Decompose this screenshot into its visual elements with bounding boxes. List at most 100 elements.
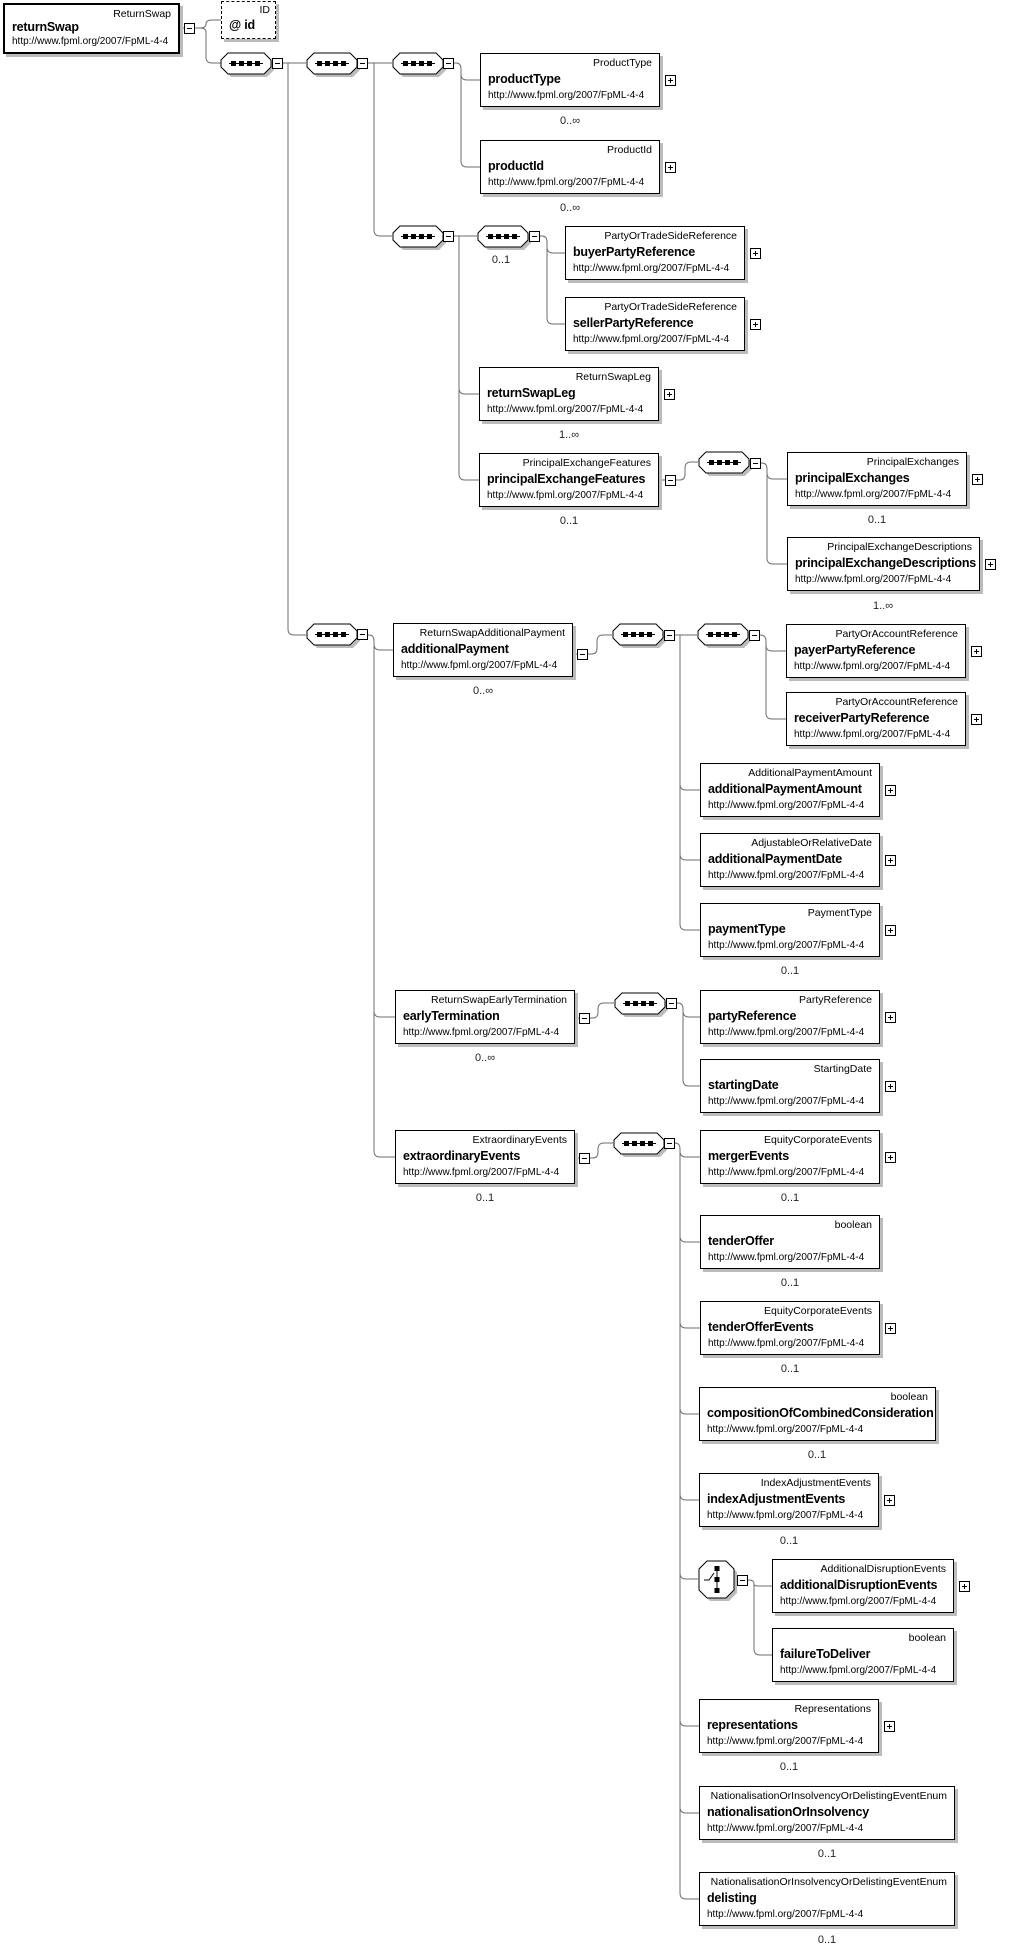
namespace-label: http://www.fpml.org/2007/FpML-4-4 xyxy=(488,177,645,188)
occurrence-label-earlyTermination: 0..∞ xyxy=(474,1052,496,1064)
collapse-icon[interactable] xyxy=(664,1138,675,1149)
type-label: ReturnSwapAdditionalPayment xyxy=(419,627,565,639)
expand-icon[interactable] xyxy=(985,559,996,570)
namespace-label: http://www.fpml.org/2007/FpML-4-4 xyxy=(401,660,558,671)
element-name: failureToDeliver xyxy=(780,1647,871,1661)
type-label: PartyReference xyxy=(799,994,872,1006)
collapse-icon[interactable] xyxy=(579,1013,590,1024)
namespace-label: http://www.fpml.org/2007/FpML-4-4 xyxy=(403,1167,560,1178)
expand-icon[interactable] xyxy=(972,474,983,485)
expand-icon[interactable] xyxy=(885,785,896,796)
element-box-principalExchanges[interactable]: PrincipalExchanges principalExchanges ht… xyxy=(787,452,967,506)
element-box-buyerPartyReference[interactable]: PartyOrTradeSideReference buyerPartyRefe… xyxy=(565,226,745,280)
element-name: extraordinaryEvents xyxy=(403,1149,521,1163)
collapse-icon[interactable] xyxy=(749,630,760,641)
expand-icon[interactable] xyxy=(884,1721,895,1732)
element-name: paymentType xyxy=(708,922,786,936)
occurrence-label-additionalPayment: 0..∞ xyxy=(472,685,494,697)
type-label: EquityCorporateEvents xyxy=(764,1134,872,1146)
expand-icon[interactable] xyxy=(971,714,982,725)
type-label: IndexAdjustmentEvents xyxy=(760,1477,871,1489)
expand-icon[interactable] xyxy=(885,1152,896,1163)
element-box-receiverPartyReference[interactable]: PartyOrAccountReference receiverPartyRef… xyxy=(786,692,966,746)
element-box-additionalPaymentAmount[interactable]: AdditionalPaymentAmount additionalPaymen… xyxy=(700,763,880,817)
element-box-compositionOfCombinedConsideration[interactable]: boolean compositionOfCombinedConsiderati… xyxy=(699,1387,936,1441)
expand-icon[interactable] xyxy=(665,162,676,173)
element-name: productId xyxy=(488,159,544,173)
element-box-paymentType[interactable]: PaymentType paymentType http://www.fpml.… xyxy=(700,903,880,957)
sequence-icon xyxy=(306,623,362,650)
element-box-additionalDisruptionEvents[interactable]: AdditionalDisruptionEvents additionalDis… xyxy=(772,1559,954,1613)
element-box-mergerEvents[interactable]: EquityCorporateEvents mergerEvents http:… xyxy=(700,1130,880,1184)
namespace-label: http://www.fpml.org/2007/FpML-4-4 xyxy=(707,1424,864,1435)
element-box-tenderOfferEvents[interactable]: EquityCorporateEvents tenderOfferEvents … xyxy=(700,1301,880,1355)
type-label: ProductType xyxy=(593,57,652,69)
type-label: PrincipalExchangeFeatures xyxy=(522,457,651,469)
element-box-productType[interactable]: ProductType productType http://www.fpml.… xyxy=(480,53,660,107)
expand-icon[interactable] xyxy=(884,1495,895,1506)
namespace-label: http://www.fpml.org/2007/FpML-4-4 xyxy=(403,1027,560,1038)
namespace-label: http://www.fpml.org/2007/FpML-4-4 xyxy=(794,661,951,672)
element-box-failureToDeliver[interactable]: boolean failureToDeliver http://www.fpml… xyxy=(772,1628,954,1682)
expand-icon[interactable] xyxy=(664,389,675,400)
type-label: boolean xyxy=(908,1632,946,1644)
occurrence-label-extraordinaryEvents: 0..1 xyxy=(475,1192,495,1204)
element-box-payerPartyReference[interactable]: PartyOrAccountReference payerPartyRefere… xyxy=(786,624,966,678)
expand-icon[interactable] xyxy=(971,646,982,657)
element-box-returnSwap[interactable]: ReturnSwap returnSwap http://www.fpml.or… xyxy=(3,3,180,54)
type-label: AdditionalDisruptionEvents xyxy=(820,1563,947,1575)
expand-icon[interactable] xyxy=(885,1323,896,1334)
attribute-box-id[interactable]: ID @ id xyxy=(221,1,276,39)
expand-icon[interactable] xyxy=(885,855,896,866)
collapse-icon[interactable] xyxy=(737,1575,748,1586)
element-box-additionalPaymentDate[interactable]: AdjustableOrRelativeDate additionalPayme… xyxy=(700,833,880,887)
collapse-icon[interactable] xyxy=(577,649,588,660)
element-name: additionalPaymentDate xyxy=(708,852,843,866)
namespace-label: http://www.fpml.org/2007/FpML-4-4 xyxy=(708,1027,865,1038)
collapse-icon[interactable] xyxy=(184,23,195,34)
element-name: returnSwapLeg xyxy=(487,386,576,400)
type-label: ReturnSwap xyxy=(113,8,171,20)
namespace-label: http://www.fpml.org/2007/FpML-4-4 xyxy=(708,870,865,881)
expand-icon[interactable] xyxy=(750,319,761,330)
collapse-icon[interactable] xyxy=(666,998,677,1009)
collapse-icon[interactable] xyxy=(357,629,368,640)
expand-icon[interactable] xyxy=(959,1581,970,1592)
element-box-additionalPayment[interactable]: ReturnSwapAdditionalPayment additionalPa… xyxy=(393,623,573,677)
collapse-icon[interactable] xyxy=(664,630,675,641)
element-box-earlyTermination[interactable]: ReturnSwapEarlyTermination earlyTerminat… xyxy=(395,990,575,1044)
expand-icon[interactable] xyxy=(885,1012,896,1023)
collapse-icon[interactable] xyxy=(443,231,454,242)
element-name: partyReference xyxy=(708,1009,797,1023)
element-box-representations[interactable]: Representations representations http://w… xyxy=(699,1699,879,1753)
element-box-sellerPartyReference[interactable]: PartyOrTradeSideReference sellerPartyRef… xyxy=(565,297,745,351)
element-box-principalExchangeFeatures[interactable]: PrincipalExchangeFeatures principalExcha… xyxy=(479,453,659,507)
collapse-icon[interactable] xyxy=(579,1153,590,1164)
namespace-label: http://www.fpml.org/2007/FpML-4-4 xyxy=(708,1167,865,1178)
expand-icon[interactable] xyxy=(885,925,896,936)
type-label: PartyOrAccountReference xyxy=(835,696,958,708)
element-box-extraordinaryEvents[interactable]: ExtraordinaryEvents extraordinaryEvents … xyxy=(395,1130,575,1184)
element-box-indexAdjustmentEvents[interactable]: IndexAdjustmentEvents indexAdjustmentEve… xyxy=(699,1473,879,1527)
element-box-delisting[interactable]: NationalisationOrInsolvencyOrDelistingEv… xyxy=(699,1872,955,1926)
element-box-principalExchangeDescriptions[interactable]: PrincipalExchangeDescriptions principalE… xyxy=(787,537,980,591)
collapse-icon[interactable] xyxy=(750,458,761,469)
collapse-icon[interactable] xyxy=(529,231,540,242)
expand-icon[interactable] xyxy=(885,1081,896,1092)
collapse-icon[interactable] xyxy=(665,475,676,486)
expand-icon[interactable] xyxy=(665,75,676,86)
expand-icon[interactable] xyxy=(750,248,761,259)
element-box-nationalisationOrInsolvency[interactable]: NationalisationOrInsolvencyOrDelistingEv… xyxy=(699,1786,955,1840)
collapse-icon[interactable] xyxy=(357,58,368,69)
collapse-icon[interactable] xyxy=(443,58,454,69)
element-box-tenderOffer[interactable]: boolean tenderOffer http://www.fpml.org/… xyxy=(700,1215,880,1269)
element-box-productId[interactable]: ProductId productId http://www.fpml.org/… xyxy=(480,140,660,194)
element-box-startingDate[interactable]: StartingDate startingDate http://www.fpm… xyxy=(700,1059,880,1113)
element-box-returnSwapLeg[interactable]: ReturnSwapLeg returnSwapLeg http://www.f… xyxy=(479,367,659,421)
collapse-icon[interactable] xyxy=(272,58,283,69)
namespace-label: http://www.fpml.org/2007/FpML-4-4 xyxy=(707,1510,864,1521)
element-box-partyReference[interactable]: PartyReference partyReference http://www… xyxy=(700,990,880,1044)
occurrence-label-paymentType: 0..1 xyxy=(780,965,800,977)
element-name: returnSwap xyxy=(12,20,79,34)
